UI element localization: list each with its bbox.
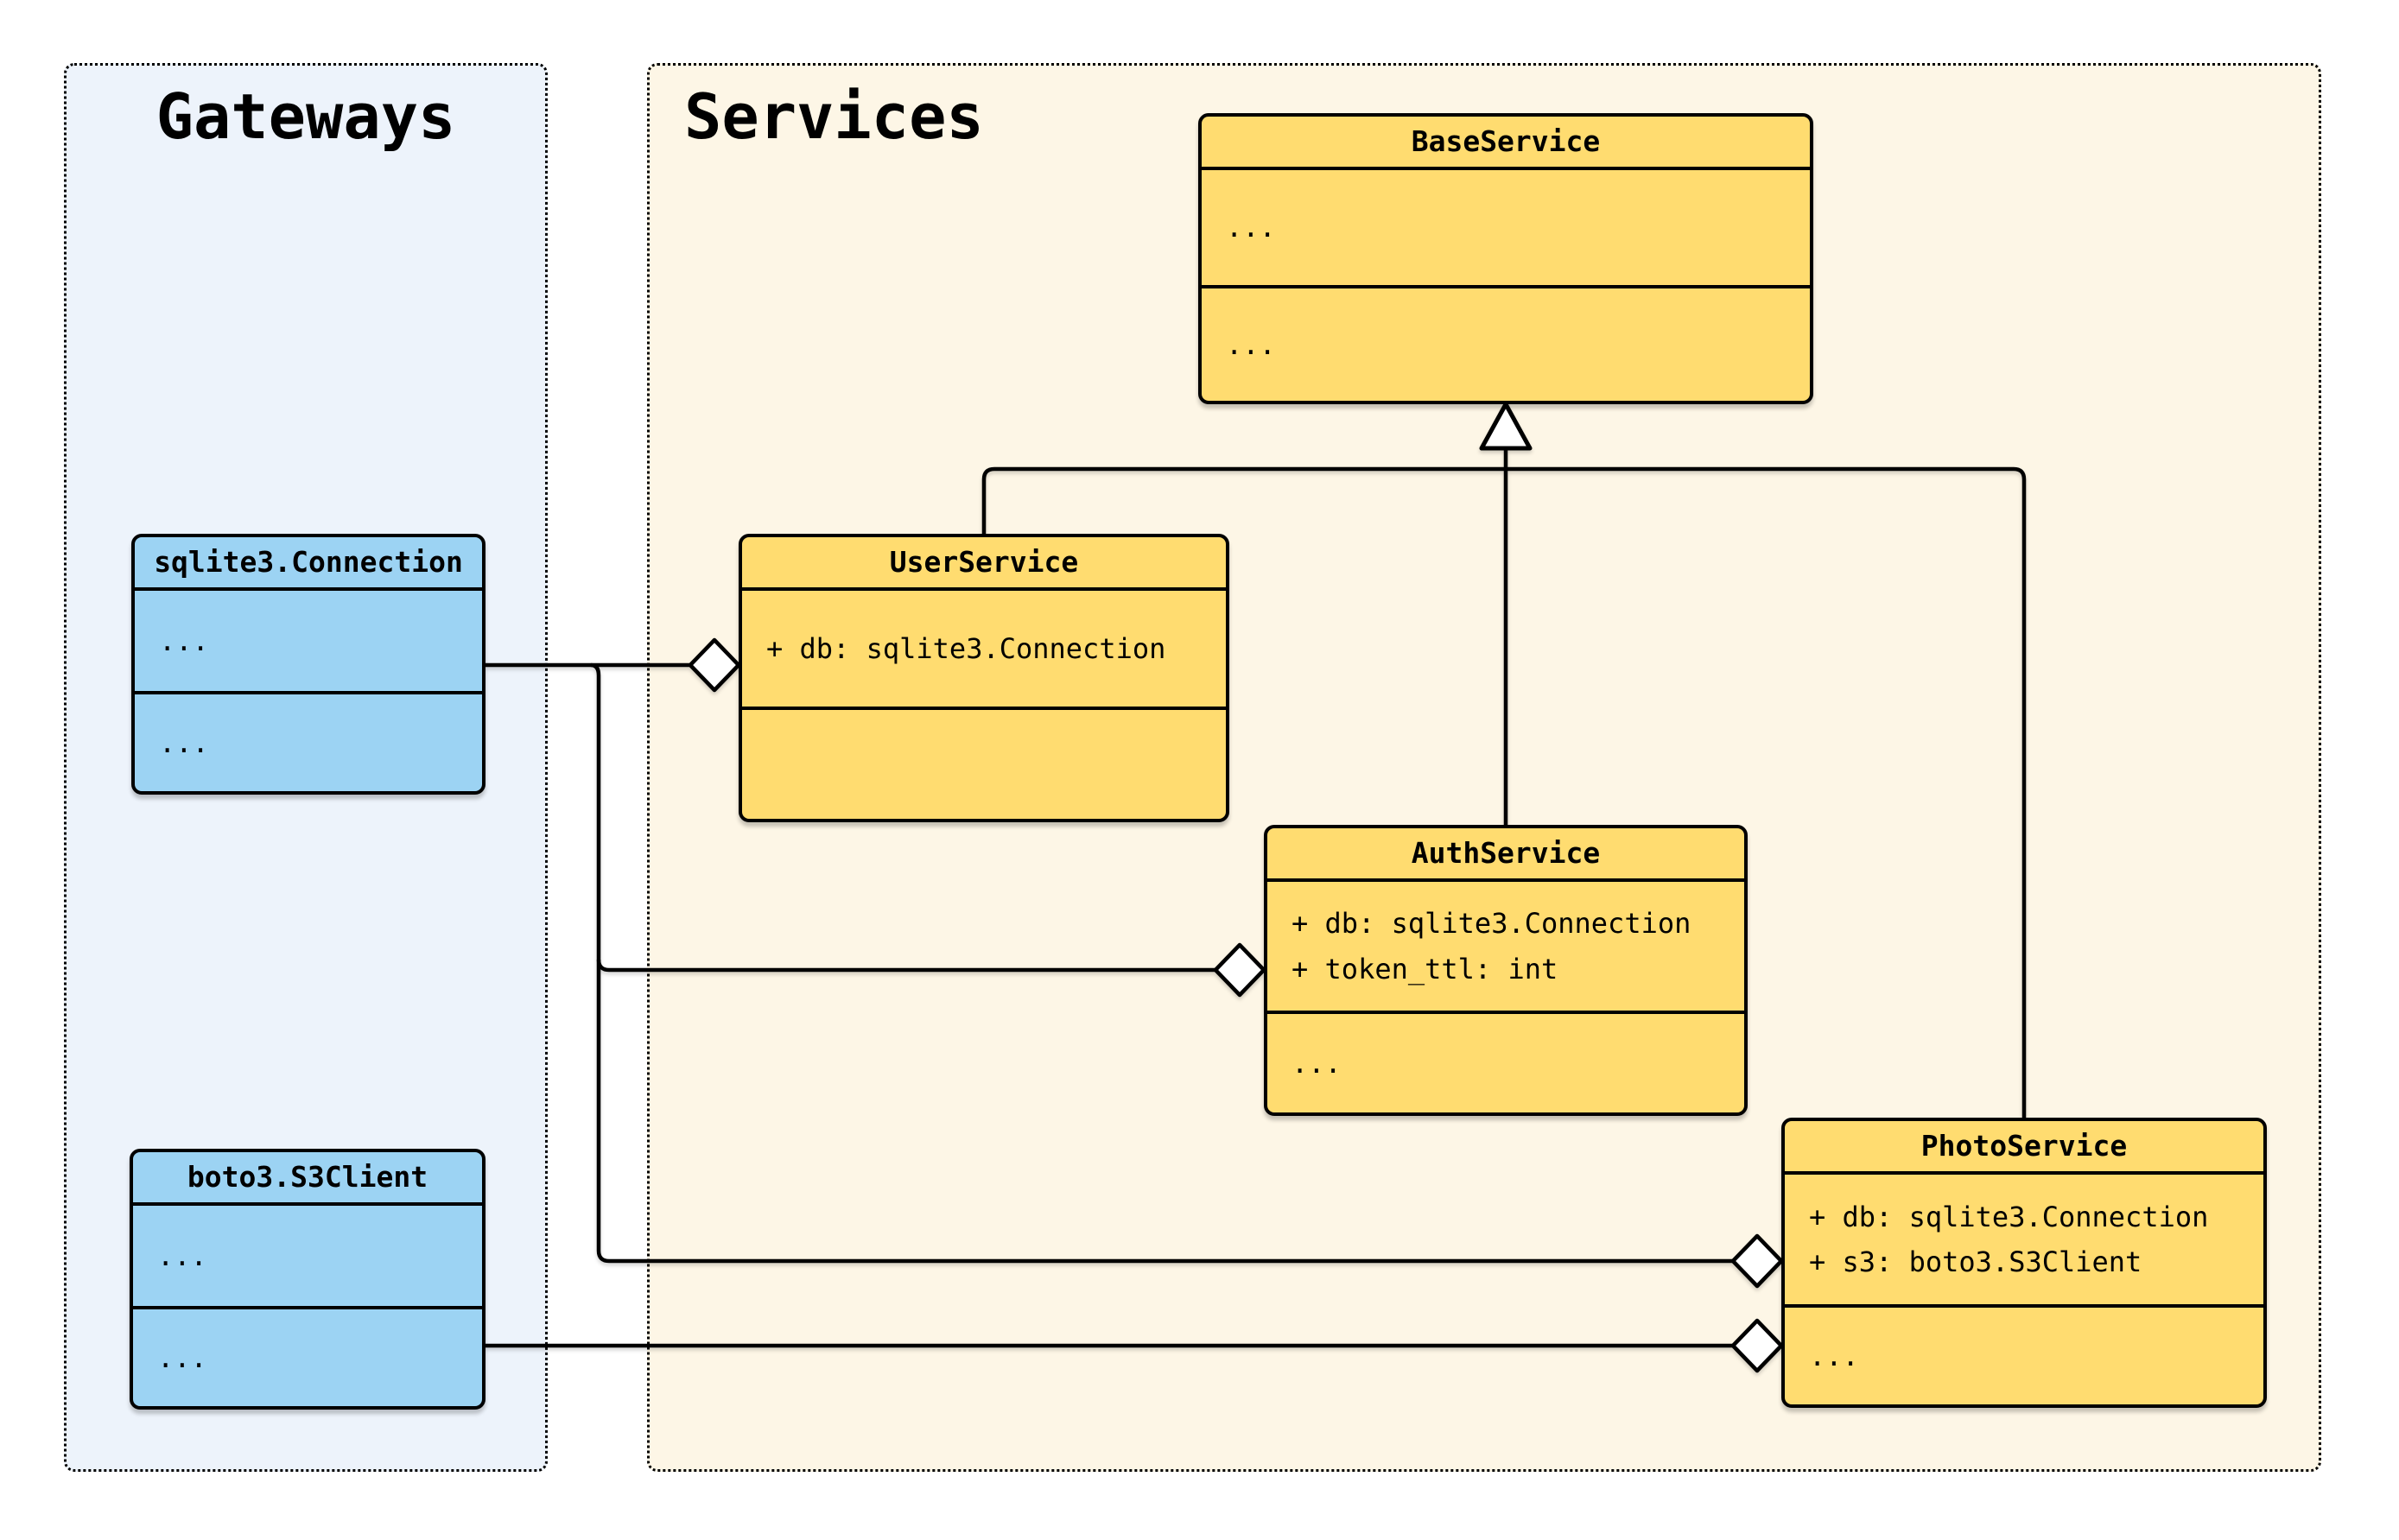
attribute-text: + db: sqlite3.Connection bbox=[766, 631, 1166, 665]
class-attributes: + db: sqlite3.Connection bbox=[742, 587, 1226, 707]
class-attributes: ... bbox=[133, 1202, 482, 1306]
class-box-boto3-s3client[interactable]: boto3.S3Client ... ... bbox=[130, 1149, 486, 1410]
attribute-text: + s3: boto3.S3Client bbox=[1809, 1245, 2142, 1278]
class-methods: ... bbox=[1267, 1011, 1744, 1112]
attribute-text: ... bbox=[1226, 211, 1276, 244]
class-methods: ... bbox=[1202, 285, 1810, 401]
class-methods: ... bbox=[1785, 1304, 2263, 1404]
class-title: boto3.S3Client bbox=[187, 1160, 428, 1195]
method-text: ... bbox=[1226, 327, 1276, 361]
class-attributes: ... bbox=[135, 587, 482, 691]
class-methods: ... bbox=[133, 1306, 482, 1406]
method-text: ... bbox=[157, 1340, 207, 1374]
class-title: PhotoService bbox=[1920, 1129, 2128, 1163]
class-attributes: + db: sqlite3.Connection + s3: boto3.S3C… bbox=[1785, 1171, 2263, 1304]
attribute-text: ... bbox=[157, 1239, 207, 1272]
attribute-text: + token_ttl: int bbox=[1292, 952, 1558, 985]
class-methods: ... bbox=[135, 691, 482, 791]
class-box-baseservice[interactable]: BaseService ... ... bbox=[1198, 113, 1813, 404]
class-box-userservice[interactable]: UserService + db: sqlite3.Connection bbox=[739, 534, 1229, 822]
method-text: ... bbox=[1809, 1339, 1859, 1372]
class-box-photoservice[interactable]: PhotoService + db: sqlite3.Connection + … bbox=[1781, 1118, 2267, 1408]
class-title: AuthService bbox=[1411, 836, 1601, 871]
class-attributes: + db: sqlite3.Connection + token_ttl: in… bbox=[1267, 878, 1744, 1011]
class-title: sqlite3.Connection bbox=[154, 545, 463, 580]
class-title: BaseService bbox=[1411, 124, 1601, 159]
attribute-text: + db: sqlite3.Connection bbox=[1809, 1200, 2209, 1233]
class-box-authservice[interactable]: AuthService + db: sqlite3.Connection + t… bbox=[1264, 825, 1748, 1116]
group-title-gateways: Gateways bbox=[155, 80, 456, 153]
class-attributes: ... bbox=[1202, 167, 1810, 285]
method-text: ... bbox=[1292, 1046, 1342, 1080]
class-title: UserService bbox=[889, 545, 1079, 580]
method-text: ... bbox=[159, 726, 209, 759]
class-box-sqlite3-connection[interactable]: sqlite3.Connection ... ... bbox=[131, 534, 486, 795]
attribute-text: + db: sqlite3.Connection bbox=[1292, 907, 1691, 941]
class-methods bbox=[742, 707, 1226, 819]
attribute-text: ... bbox=[159, 624, 209, 657]
group-title-services: Services bbox=[684, 80, 984, 153]
